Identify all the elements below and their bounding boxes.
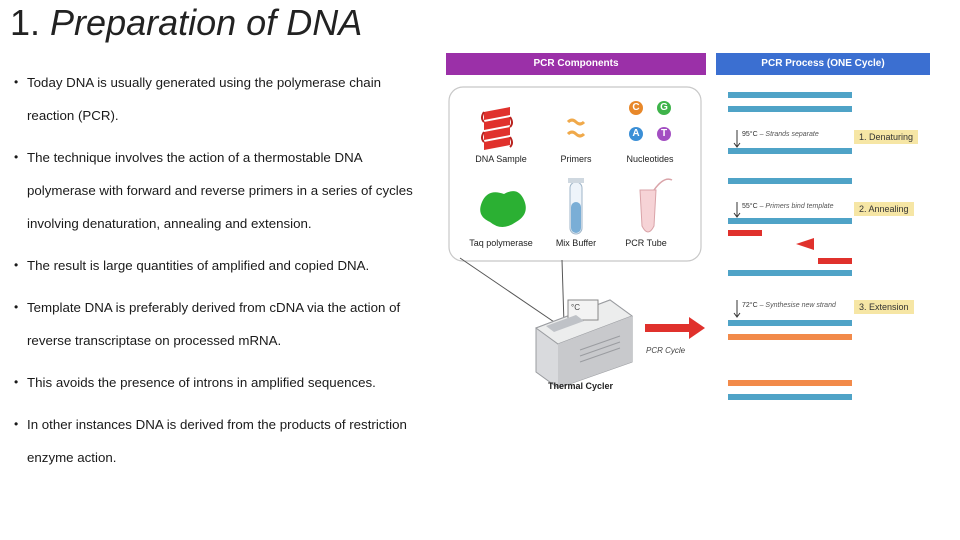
connector-line (459, 257, 561, 327)
temp-anneal-note: – Primers bind template (759, 203, 834, 210)
pcr-components-header: PCR Components (446, 53, 706, 75)
bullet-item: In other instances DNA is derived from t… (14, 408, 424, 474)
temp-extension-value: 72°C (742, 302, 758, 309)
step-extension: 3. Extension (854, 300, 914, 314)
mix-buffer-icon (568, 178, 584, 235)
title-text: Preparation of DNA (50, 2, 363, 43)
arrow-right-icon (645, 317, 705, 339)
taq-polymerase-icon (480, 191, 526, 227)
taq-polymerase-label: Taq polymerase (469, 238, 533, 248)
pcr-tube-label: PCR Tube (625, 238, 667, 248)
nucleotides-label: Nucleotides (626, 154, 674, 164)
nucleotide-t: T (660, 128, 668, 139)
temp-denature-note: – Strands separate (759, 131, 819, 138)
process-strands (728, 92, 852, 400)
mix-buffer-label: Mix Buffer (555, 238, 597, 248)
cycler-display: °C (571, 303, 580, 312)
pcr-tube-icon (639, 178, 673, 233)
bullet-item: The result is large quantities of amplif… (14, 249, 424, 282)
nucleotide-c: C (632, 102, 640, 113)
temp-denature: 95°C – Strands separate (742, 131, 819, 138)
bullet-item: This avoids the presence of introns in a… (14, 366, 424, 399)
primers-icon (566, 118, 586, 138)
dna-sample-label: DNA Sample (475, 154, 527, 164)
temp-anneal-value: 55°C (742, 203, 758, 210)
thermal-cycler-label: Thermal Cycler (548, 381, 614, 391)
pcr-figure: PCR Components PCR Process (ONE Cycle) D… (440, 50, 940, 410)
title-number: 1. (10, 2, 41, 43)
bullet-item: Today DNA is usually generated using the… (14, 66, 424, 132)
pcr-process-header: PCR Process (ONE Cycle) (716, 53, 930, 75)
bullet-list: Today DNA is usually generated using the… (14, 66, 424, 474)
temp-anneal: 55°C – Primers bind template (742, 203, 834, 210)
nucleotides-icon (629, 101, 671, 141)
temp-extension-note: – Synthesise new strand (759, 302, 836, 309)
pcr-figure-graphics (448, 86, 852, 400)
slide-title: 1. Preparation of DNA (10, 2, 362, 44)
nucleotide-a: A (632, 128, 640, 139)
connector-line (561, 259, 565, 325)
temp-denature-value: 95°C (742, 131, 758, 138)
primers-label: Primers (560, 154, 592, 164)
temp-extension: 72°C – Synthesise new strand (742, 302, 836, 309)
step-denaturing: 1. Denaturing (854, 130, 919, 144)
dna-sample-icon (481, 107, 513, 150)
pcr-cycle-label: PCR Cycle (646, 346, 686, 355)
nucleotide-g: G (660, 102, 668, 113)
bullet-item: Template DNA is preferably derived from … (14, 291, 424, 357)
thermal-cycler-icon (534, 299, 634, 389)
step-arrows (733, 130, 741, 318)
bullet-item: The technique involves the action of a t… (14, 141, 424, 240)
step-annealing: 2. Annealing (854, 202, 914, 216)
